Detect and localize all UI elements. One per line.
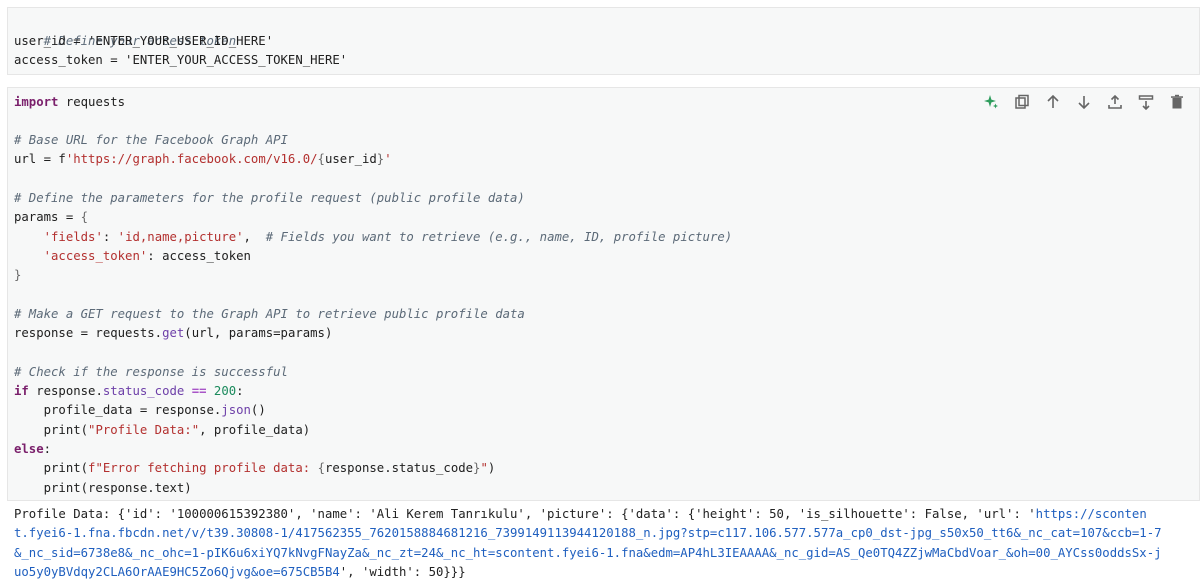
output-link[interactable]: uo5y0yBVdqy2CLA6OrAAE9HC5Zo6Qjvg&oe=675C…: [14, 565, 340, 580]
code-text: profile_data = response.: [14, 403, 222, 417]
function-name: get: [162, 326, 185, 340]
code-line: }: [14, 266, 21, 285]
code-text: params =: [14, 210, 81, 224]
comment: # Define your access token: [43, 34, 237, 49]
code-line: response = requests.get(url, params=para…: [14, 324, 332, 343]
code-line: # Make a GET request to the Graph API to…: [14, 305, 525, 324]
code-text: :: [102, 230, 118, 244]
code-line: # Check if the response is successful: [14, 363, 288, 382]
code-text: response = requests.: [14, 326, 163, 340]
comment: # Base URL for the Facebook Graph API: [14, 133, 288, 147]
link-icon[interactable]: [1102, 91, 1127, 113]
code-line: url = f'https://graph.facebook.com/v16.0…: [14, 150, 392, 169]
code-text: :: [236, 384, 244, 398]
string: ': [384, 152, 392, 166]
code-line: # Define the parameters for the profile …: [14, 189, 525, 208]
code-cell-1[interactable]: # Define your access token user_id = 'EN…: [7, 7, 1200, 75]
code-text: :: [43, 442, 52, 456]
string: 'fields': [43, 230, 103, 244]
brace: }: [473, 461, 481, 475]
code-line: user_id = 'ENTER_YOUR_USER_ID_HERE': [14, 32, 273, 51]
comment: # Check if the response is successful: [14, 365, 288, 379]
output-line: &_nc_sid=6738e8&_nc_ohc=1-pIK6u6xiYQ7kNv…: [14, 544, 1194, 563]
arrow-up-icon[interactable]: [1040, 91, 1065, 113]
output-link[interactable]: &_nc_sid=6738e8&_nc_ohc=1-pIK6u6xiYQ7kNv…: [14, 545, 1162, 560]
brace: {: [317, 152, 325, 166]
cell-toolbar: [978, 91, 1189, 113]
code-line: print("Profile Data:", profile_data): [14, 421, 311, 440]
code-line: if response.status_code == 200:: [14, 382, 244, 401]
comment: # Make a GET request to the Graph API to…: [14, 307, 525, 321]
output-link[interactable]: t.fyei6-1.fna.fbcdn.net/v/t39.30808-1/41…: [14, 526, 1162, 541]
string: "Profile Data:": [88, 423, 200, 437]
code-text: response.: [28, 384, 103, 398]
indent: [14, 249, 44, 263]
attribute: status_code: [102, 384, 185, 398]
code-text: url = f: [14, 152, 66, 166]
code-text: [207, 384, 214, 398]
brace: }: [14, 268, 22, 282]
code-line: params = {: [14, 208, 88, 227]
code-text: print(response.text): [14, 481, 192, 495]
code-text: user_id = 'ENTER_YOUR_USER_ID_HERE': [14, 34, 274, 48]
code-text: requests: [58, 95, 126, 109]
number: 200: [213, 384, 237, 398]
gemini-sparkle-icon[interactable]: [978, 91, 1003, 113]
output-line: t.fyei6-1.fna.fbcdn.net/v/t39.30808-1/41…: [14, 524, 1194, 543]
string: 'access_token': [43, 249, 148, 263]
code-text: response.status_code: [324, 461, 474, 475]
string: ": [480, 461, 488, 475]
code-text: ): [487, 461, 496, 475]
output-line: uo5y0yBVdqy2CLA6OrAAE9HC5Zo6Qjvg&oe=675C…: [14, 563, 1194, 582]
keyword: else: [14, 442, 44, 456]
indent: [14, 230, 44, 244]
code-text: print(: [14, 461, 89, 475]
function-name: json: [221, 403, 251, 417]
cell-output: Profile Data: {'id': '100000615392380', …: [14, 505, 1194, 583]
keyword: if: [14, 384, 29, 398]
comment: # Define the parameters for the profile …: [14, 191, 525, 205]
code-line: print(response.text): [14, 479, 192, 498]
string: f"Error fetching profile data:: [88, 461, 318, 475]
code-text: ,: [243, 230, 266, 244]
code-text: : access_token: [147, 249, 251, 263]
code-cell-2[interactable]: import requests # Base URL for the Faceb…: [7, 87, 1200, 501]
code-text: access_token = 'ENTER_YOUR_ACCESS_TOKEN_…: [14, 53, 348, 67]
code-text: (url, params=params): [184, 326, 333, 340]
code-line: print(f"Error fetching profile data: {re…: [14, 459, 496, 478]
output-link[interactable]: https://sconten: [1035, 507, 1147, 521]
brace: {: [80, 210, 89, 224]
string: 'https://graph.facebook.com/v16.0/: [65, 152, 318, 166]
string: 'id,name,picture': [117, 230, 244, 244]
comment: # Fields you want to retrieve (e.g., nam…: [265, 230, 733, 244]
delete-icon[interactable]: [1164, 91, 1189, 113]
code-line: import requests: [14, 93, 125, 112]
comment-icon[interactable]: [1133, 91, 1158, 113]
brace: {: [317, 461, 325, 475]
code-line: # Base URL for the Facebook Graph API: [14, 131, 288, 150]
code-text: (): [250, 403, 266, 417]
code-text: print(: [14, 423, 89, 437]
code-line: else:: [14, 440, 51, 459]
code-line: 'access_token': access_token: [14, 247, 251, 266]
operator: ==: [191, 384, 207, 398]
code-line: # Define your access token: [14, 13, 237, 71]
keyword: import: [14, 95, 59, 109]
code-text: , profile_data): [199, 423, 311, 437]
output-text: ', 'width': 50}}}: [339, 565, 466, 580]
output-line: Profile Data: {'id': '100000615392380', …: [14, 505, 1194, 524]
output-text: Profile Data: {'id': '100000615392380', …: [14, 507, 1036, 521]
code-line: access_token = 'ENTER_YOUR_ACCESS_TOKEN_…: [14, 51, 347, 70]
code-line: 'fields': 'id,name,picture', # Fields yo…: [14, 228, 733, 247]
code-line: profile_data = response.json(): [14, 401, 266, 420]
code-text: user_id: [324, 152, 377, 166]
arrow-down-icon[interactable]: [1071, 91, 1096, 113]
brace: }: [376, 152, 385, 166]
code-text: [184, 384, 191, 398]
copy-icon[interactable]: [1009, 91, 1034, 113]
